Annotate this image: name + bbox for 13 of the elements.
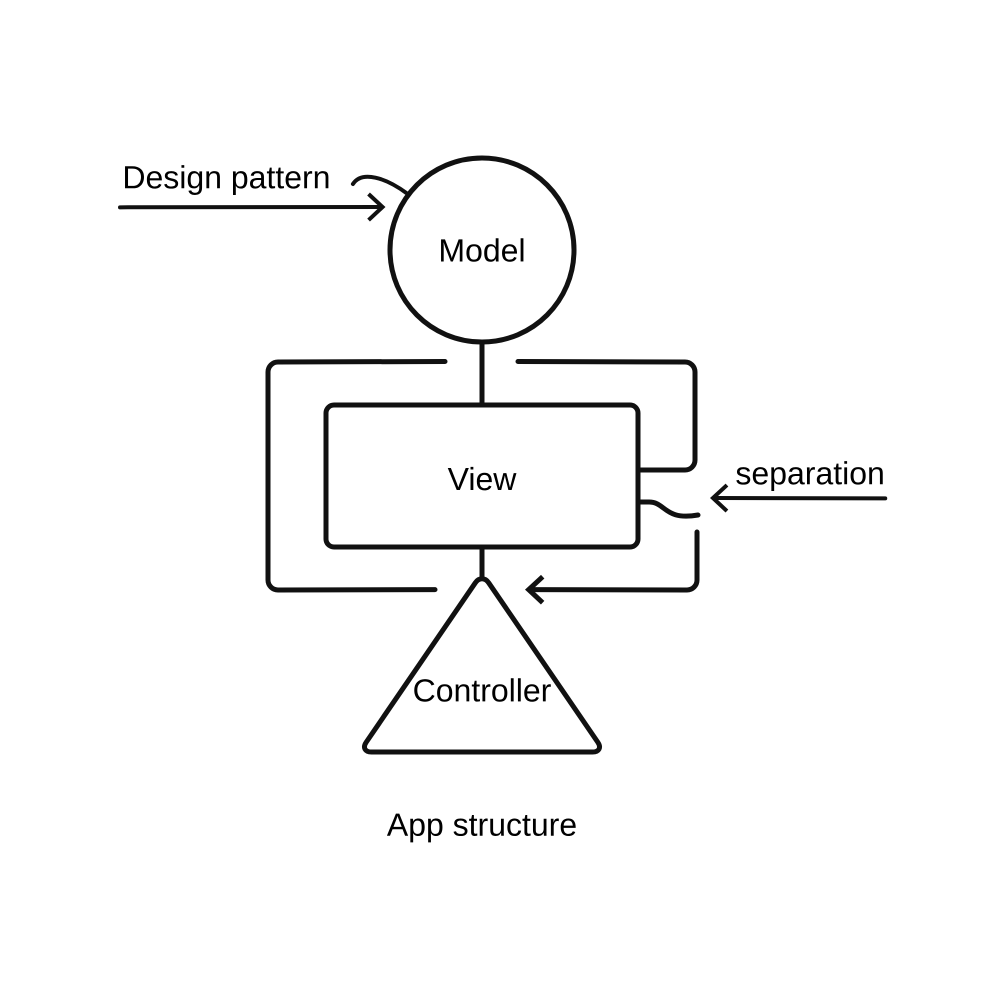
circle-node: Model (388, 156, 576, 344)
loop-arrow (525, 530, 700, 604)
curved-line (638, 500, 700, 519)
arrow (118, 192, 386, 222)
loop-line (516, 359, 698, 472)
annotation-label: Design pattern (125, 165, 328, 195)
rounded-box: View (324, 402, 640, 550)
annotation-label: separation (736, 461, 883, 491)
arrow (710, 484, 888, 512)
loop-line (266, 359, 448, 592)
caption: App structure (386, 814, 576, 842)
triangle-node: Controller (362, 576, 602, 754)
connector-line (480, 342, 484, 405)
